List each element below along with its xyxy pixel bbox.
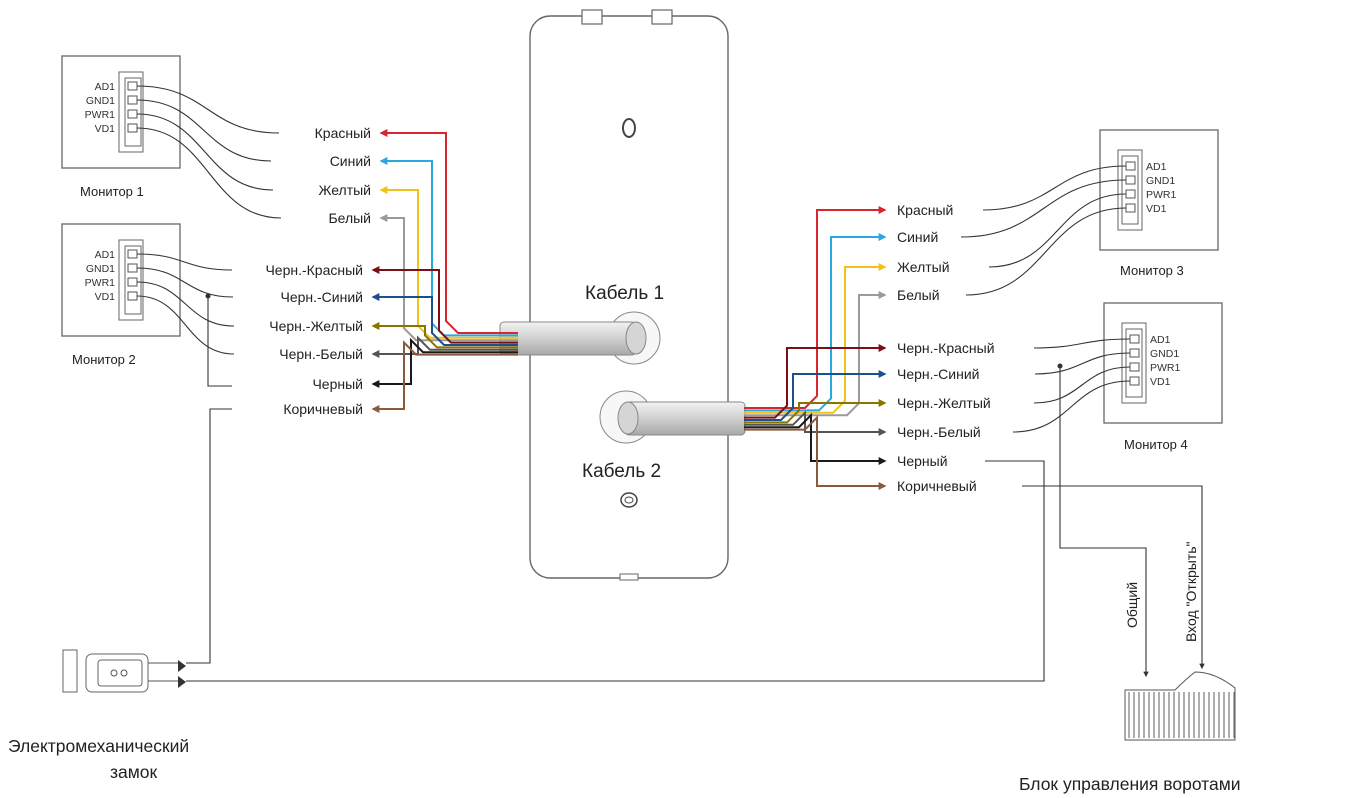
cable-2-wire [744, 206, 887, 409]
cable-2-wires: КрасныйСинийЖелтыйБелыйЧерн.-КрасныйЧерн… [744, 202, 995, 494]
lock-hole-icon [110, 669, 118, 677]
pin-label: PWR1 [85, 109, 115, 121]
signal-wire [988, 193, 1127, 268]
cable-1-wire-label: Белый [328, 210, 371, 226]
cable-1-wire [379, 186, 518, 339]
gate-common-label: Общий [1124, 582, 1140, 628]
pin-label: AD1 [95, 249, 116, 261]
signal-wire [136, 85, 280, 134]
cable-1-wire-label: Черн.-Красный [265, 262, 363, 278]
cable-1-wire [371, 266, 518, 344]
monitor-3-label: Монитор 3 [1120, 263, 1184, 278]
cable-2-wire-label: Коричневый [897, 478, 977, 494]
cable-1-wire [379, 157, 518, 337]
signal-wire [136, 113, 274, 191]
cable-1-wire-label: Черн.-Синий [281, 289, 364, 305]
pin-label: AD1 [95, 81, 116, 93]
cable-1-wire-label: Синий [330, 153, 371, 169]
gate-open-label: Вход "Открыть" [1183, 541, 1199, 642]
monitor-wires [136, 85, 1131, 433]
cable-2-label: Кабель 2 [582, 461, 661, 482]
monitor-1-label: Монитор 1 [80, 184, 144, 199]
screw-icon [620, 492, 638, 508]
cable-1-wire-label: Черный [312, 376, 363, 392]
cable-2-wire [744, 344, 887, 419]
cable-2-wire-label: Черн.-Красный [897, 340, 995, 356]
signal-wire [136, 127, 282, 219]
cable-2-wire-label: Черн.-Синий [897, 366, 980, 382]
signal-wire [136, 281, 235, 327]
cable-1-wire [379, 129, 518, 334]
cable-2-wire-label: Красный [897, 202, 953, 218]
intercom-panel [529, 9, 729, 581]
cable-2-wire [744, 233, 887, 412]
signal-wire [136, 253, 233, 271]
cable-1-wire [371, 293, 518, 346]
pin-label: GND1 [1150, 348, 1179, 360]
pin-label: AD1 [1146, 161, 1167, 173]
cable-1-wire [371, 337, 518, 388]
cable-1-wire [371, 322, 518, 349]
pin-label: PWR1 [1150, 362, 1180, 374]
cable-2-wire-label: Черн.-Белый [897, 424, 981, 440]
pin-label: VD1 [1150, 376, 1171, 388]
signal-wire [1033, 366, 1131, 404]
pin-label: VD1 [95, 123, 116, 135]
cable-1-wire-label: Черн.-Желтый [269, 318, 363, 334]
pin-label: GND1 [86, 263, 115, 275]
camera-lens-icon [622, 118, 636, 138]
cable-1-wire-label: Красный [315, 125, 371, 141]
cable-1-wires: КрасныйСинийЖелтыйБелыйЧерн.-КрасныйЧерн… [265, 125, 518, 417]
signal-wire [965, 207, 1127, 296]
cable-2-wire [744, 399, 887, 424]
gate-control-icon [1124, 671, 1236, 741]
cable-1-wire [371, 340, 518, 413]
signal-wire [136, 99, 272, 162]
pin-label: PWR1 [1146, 189, 1176, 201]
cable-1-label: Кабель 1 [585, 283, 664, 304]
lock-label-line1: Электромеханический [8, 736, 189, 756]
signal-wire [1033, 338, 1131, 349]
cable-2-wire-label: Черный [897, 453, 948, 469]
monitor-2-label: Монитор 2 [72, 352, 136, 367]
signal-wire [136, 267, 234, 298]
monitor-4-label: Монитор 4 [1124, 437, 1188, 452]
cable-1-wire-label: Коричневый [283, 401, 363, 417]
cable-1 [499, 311, 661, 365]
pin-label: GND1 [1146, 175, 1175, 187]
external-wires [186, 293, 1205, 682]
signal-wire [136, 295, 235, 355]
cable-2-wire [744, 370, 887, 421]
cable-2-wire-label: Белый [897, 287, 940, 303]
pin-label: GND1 [86, 95, 115, 107]
cable-2-wire [744, 415, 887, 490]
cable-1-wire [379, 214, 518, 342]
cable-2-wire [744, 410, 887, 436]
pin-label: VD1 [1146, 203, 1167, 215]
lock-label-line2: замок [110, 762, 158, 782]
cable-2-wire [744, 263, 887, 414]
cable-2 [599, 390, 746, 444]
pin-label: AD1 [1150, 334, 1171, 346]
signal-wire [1034, 352, 1131, 375]
electromechanical-lock [62, 649, 186, 693]
cable-1-wire-label: Черн.-Белый [279, 346, 363, 362]
cable-2-wire-label: Желтый [897, 259, 950, 275]
gate-label: Блок управления воротами [1019, 774, 1241, 794]
signal-wire [982, 165, 1127, 211]
cable-2-wire-label: Синий [897, 229, 938, 245]
cable-1-wire-label: Желтый [318, 182, 371, 198]
cable-2-wire-label: Черн.-Желтый [897, 395, 991, 411]
cable-2-wire [744, 412, 887, 465]
signal-wire [960, 179, 1127, 238]
pin-label: PWR1 [85, 277, 115, 289]
signal-wire [1012, 380, 1131, 433]
pin-label: VD1 [95, 291, 116, 303]
